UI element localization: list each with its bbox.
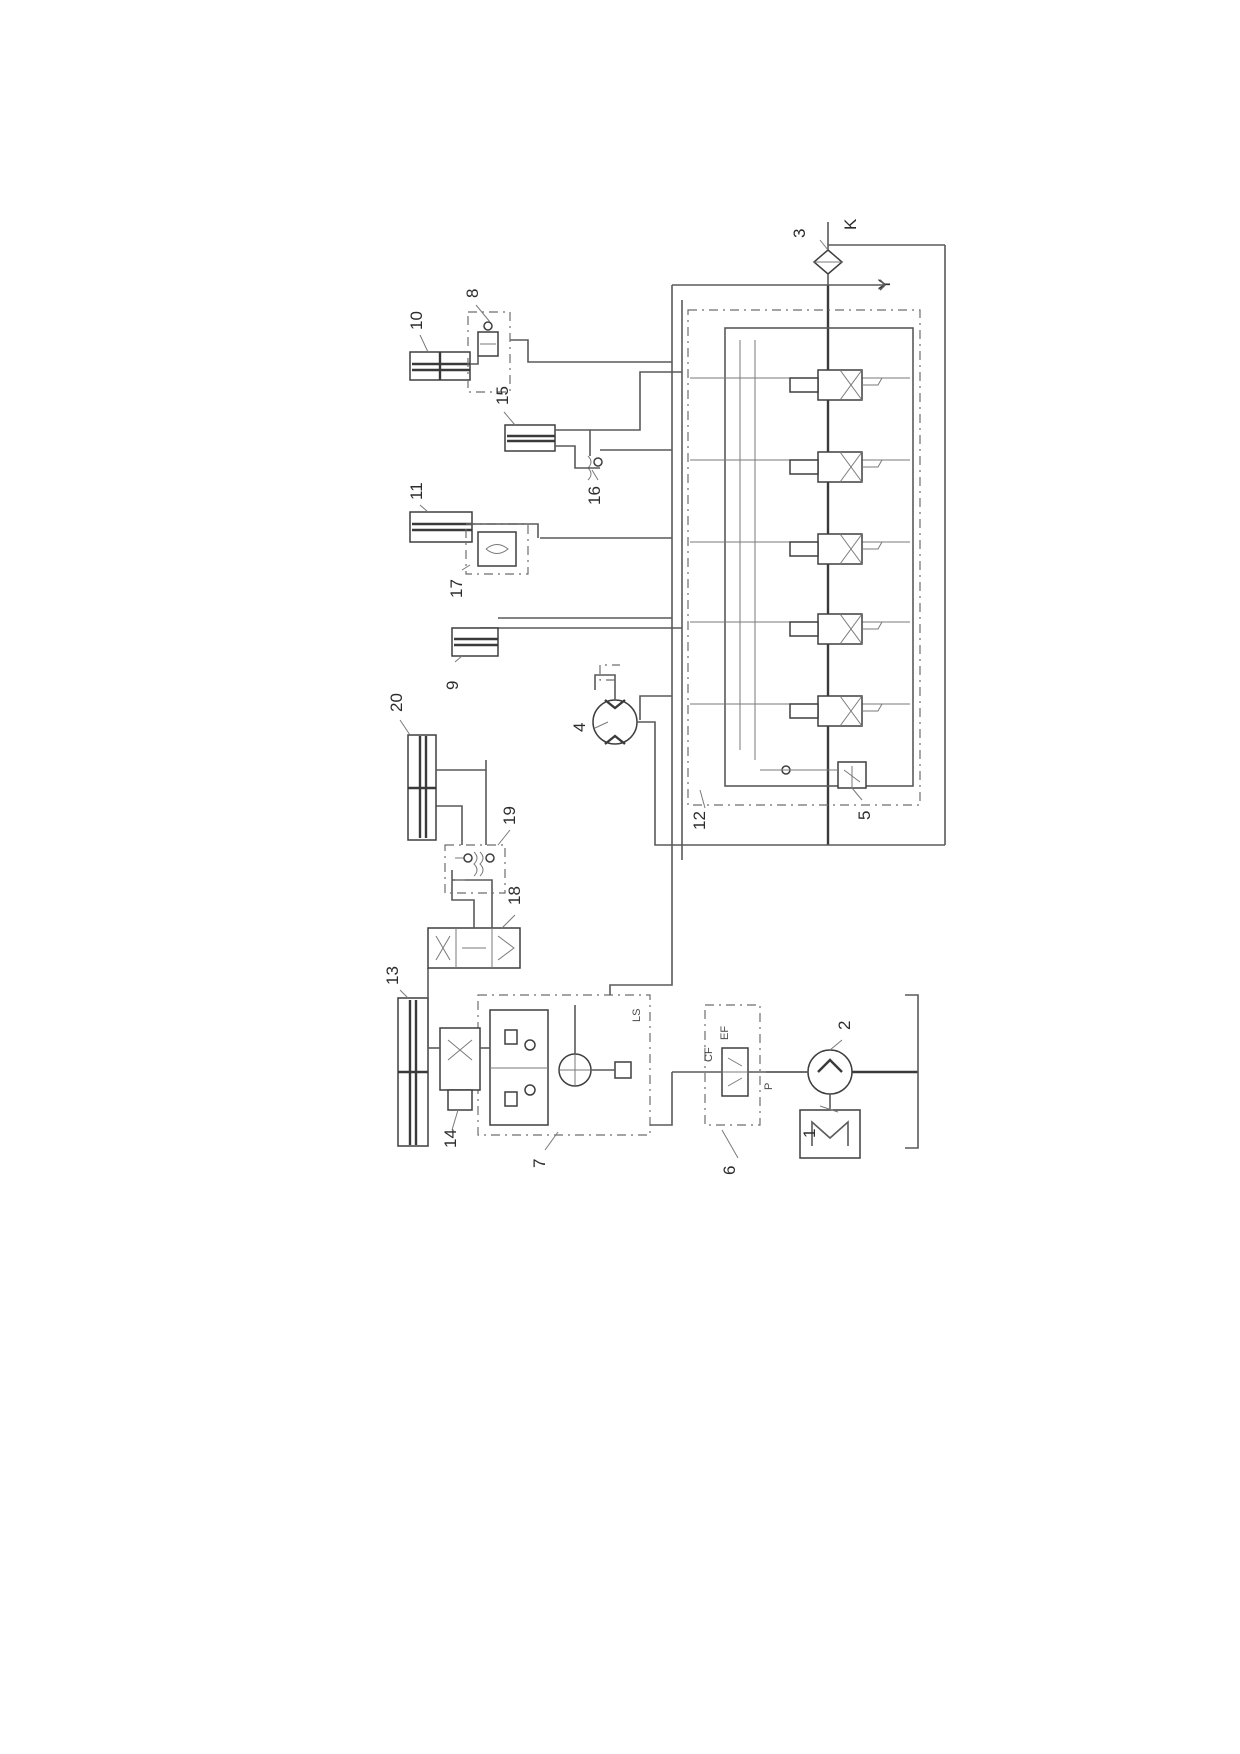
brake-valve-14 — [439, 1027, 490, 1111]
spool-section-5 — [690, 695, 910, 727]
hydraulic-motor-4 — [592, 699, 638, 745]
cylinder-15 — [504, 424, 556, 452]
label-13: 13 — [383, 966, 402, 985]
frame-bracket — [905, 994, 919, 1149]
throttle-valve-17 — [477, 531, 517, 567]
priority-valve-6 — [721, 1047, 749, 1097]
label-5: 5 — [855, 811, 874, 820]
spool-section-4 — [690, 613, 910, 645]
label-1: 1 — [800, 1129, 819, 1138]
label-2: 2 — [835, 1021, 854, 1030]
directional-valve-18 — [427, 927, 521, 969]
mark-p: P — [763, 1083, 775, 1090]
spool-section-1 — [690, 369, 910, 401]
label-18: 18 — [505, 886, 524, 905]
check-valves-19 — [455, 851, 495, 881]
label-14: 14 — [441, 1129, 460, 1148]
pump-icon — [807, 1049, 853, 1095]
control-valve-block-12 — [687, 309, 921, 806]
label-10: 10 — [407, 311, 426, 330]
mark-ef: EF — [719, 1026, 731, 1040]
label-4: 4 — [570, 723, 589, 732]
label-3: 3 — [790, 229, 809, 238]
port-k-label: K — [841, 218, 860, 230]
pump-2 — [807, 1049, 918, 1110]
motor-1 — [799, 1109, 861, 1159]
label-11: 11 — [407, 482, 426, 500]
label-12: 12 — [690, 811, 709, 830]
cylinder-9 — [451, 627, 499, 657]
priority-valve-box-6 — [704, 1004, 761, 1126]
label-15: 15 — [493, 386, 512, 405]
label-17: 17 — [447, 579, 466, 598]
spool-section-3 — [690, 533, 910, 565]
relief-valve-5 — [760, 761, 867, 789]
label-8: 8 — [463, 289, 482, 298]
steering-unit-7 — [489, 1005, 632, 1126]
valve-box-19 — [444, 844, 506, 894]
mark-cf: CF — [703, 1047, 715, 1062]
cylinder-20 — [407, 734, 437, 841]
cylinder-11 — [409, 511, 473, 543]
cylinder-10 — [409, 351, 471, 381]
label-20: 20 — [387, 693, 406, 712]
label-9: 9 — [443, 681, 462, 690]
valve-8 — [477, 321, 499, 357]
label-16: 16 — [585, 486, 604, 505]
spool-section-2 — [690, 451, 910, 483]
valve-box-17 — [465, 523, 529, 575]
valve-box-8 — [467, 311, 511, 393]
mark-ls: LS — [631, 1009, 643, 1022]
label-7: 7 — [530, 1159, 549, 1168]
label-6: 6 — [720, 1166, 739, 1175]
motor-M-icon — [811, 1120, 849, 1146]
filter-3 — [812, 222, 844, 285]
cylinder-13 — [397, 997, 429, 1147]
leader-lines — [399, 239, 863, 1159]
label-19: 19 — [500, 806, 519, 825]
valve-block-inner — [724, 327, 914, 787]
